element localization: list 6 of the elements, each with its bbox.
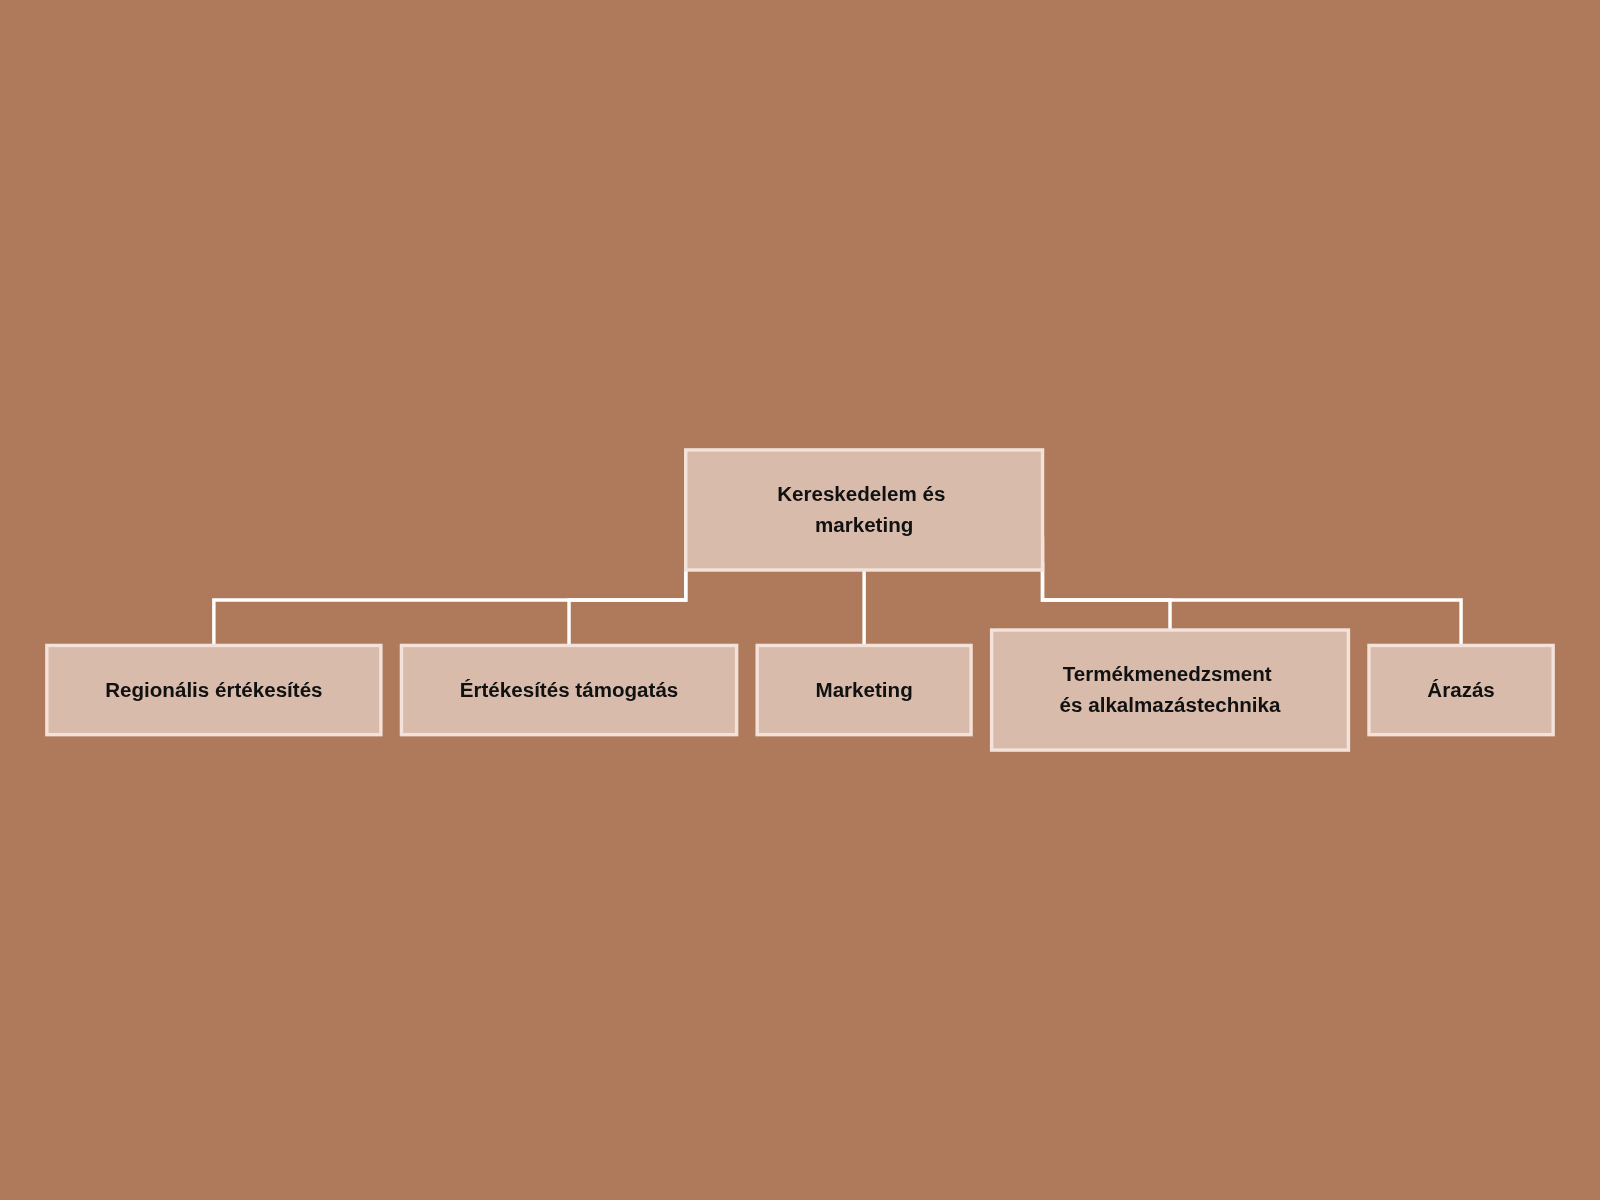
node-box: Regionális értékesítés [45,643,383,737]
node-box: Értékesítés támogatás [399,643,739,737]
node-box: Árazás [1367,643,1555,737]
node-box: Termékmenedzsment és alkalmazástechnika [989,628,1351,752]
node-box: Kereskedelem és marketing [684,448,1045,572]
node-box: Marketing [755,643,973,737]
